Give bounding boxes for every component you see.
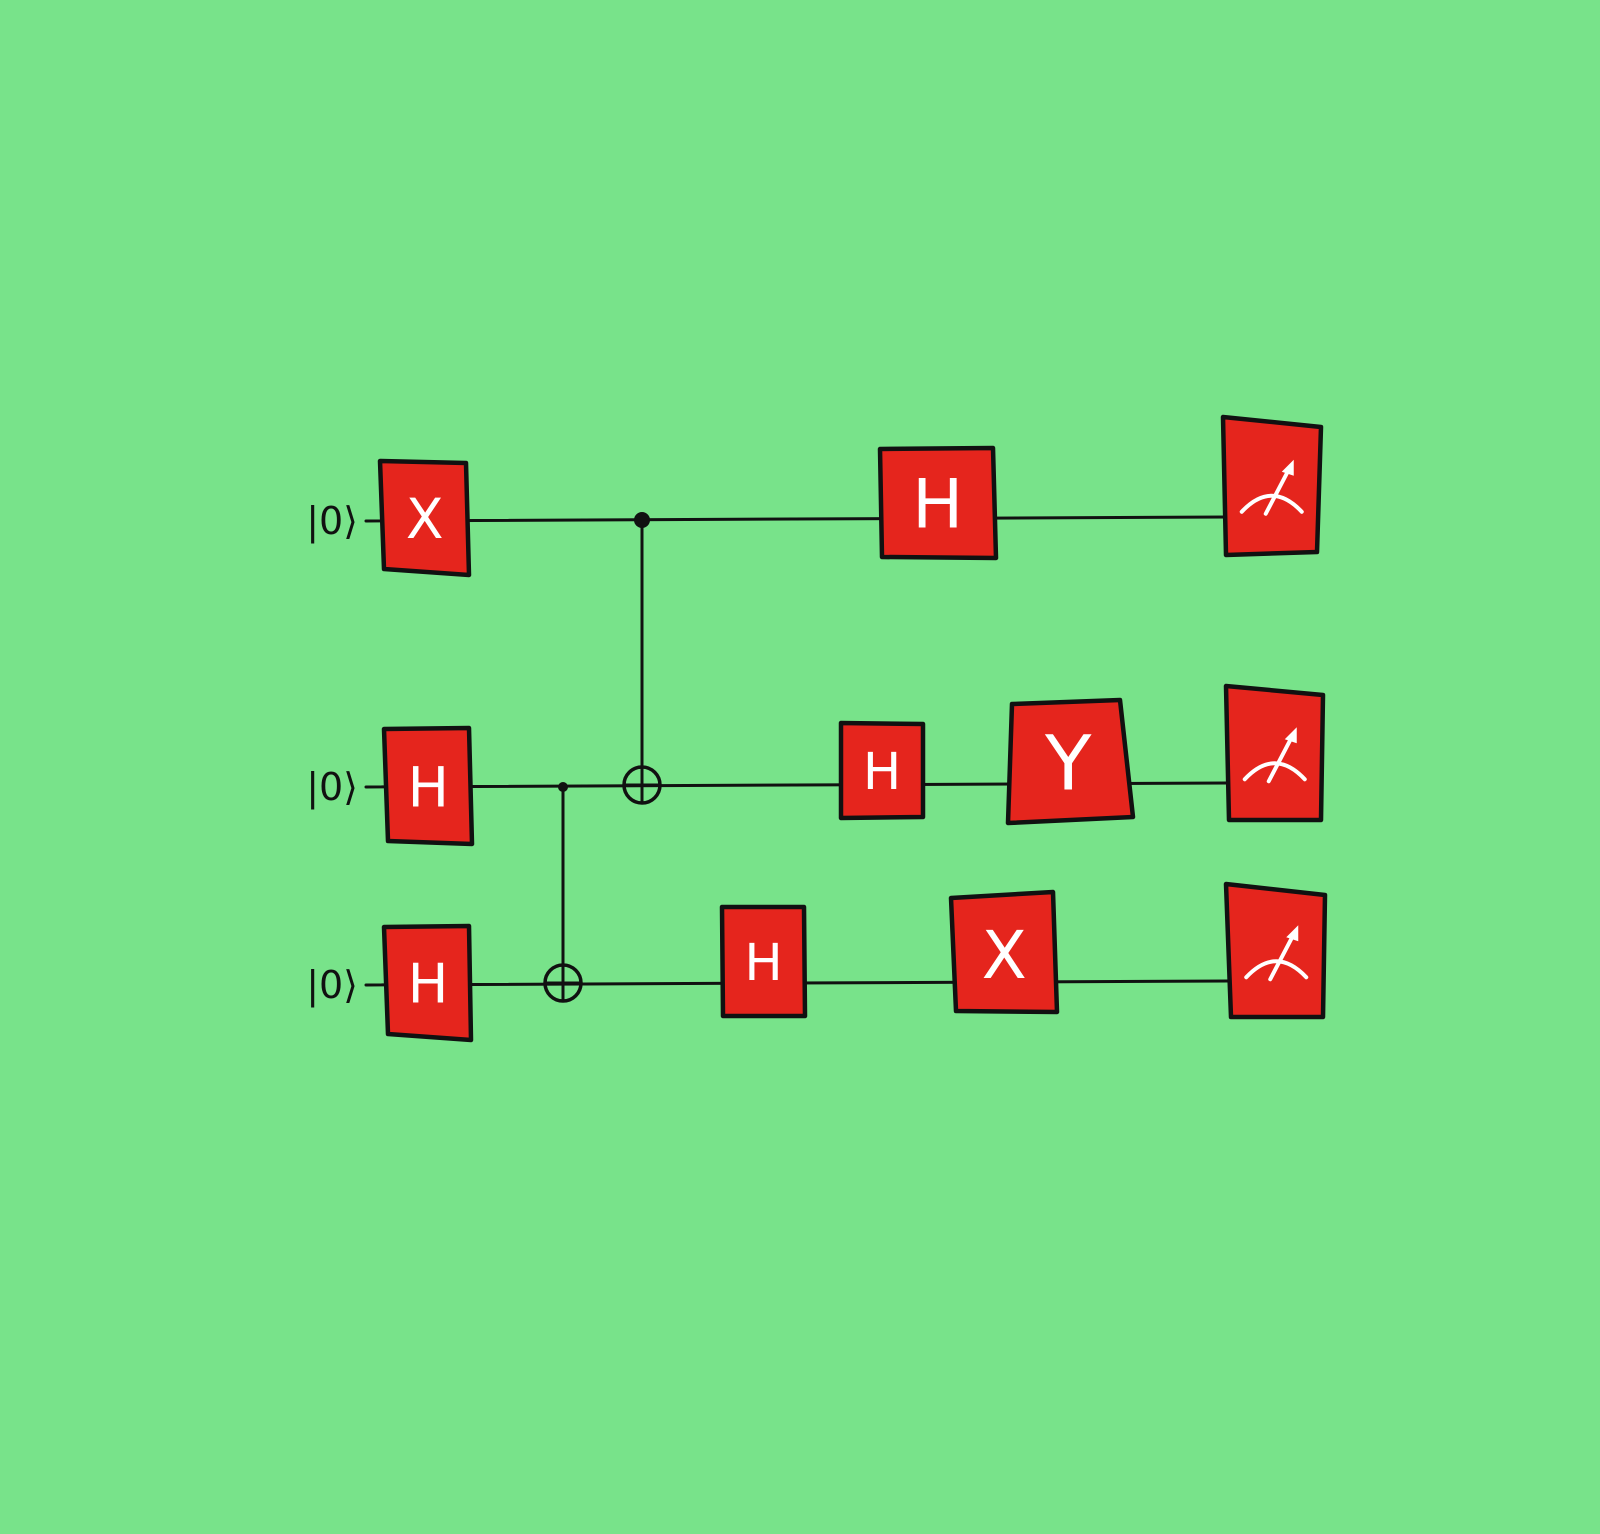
gate-label: H <box>408 952 449 1015</box>
gate-box <box>381 725 475 847</box>
gate-box <box>377 458 472 578</box>
gate-label: Y <box>1044 719 1092 808</box>
gate-x: X <box>377 458 472 578</box>
gate-label: H <box>912 466 963 545</box>
qubit-2-ket-label: |0⟩ <box>306 963 358 1008</box>
gate-y: Y <box>1005 697 1136 826</box>
measurement-meter-icon <box>1239 459 1304 516</box>
gate-label: X <box>406 487 444 551</box>
measurement-meter-icon <box>1244 925 1309 982</box>
qubit-wire-0 <box>364 515 1230 523</box>
measurement-gate <box>1220 414 1324 558</box>
gate-h: H <box>381 923 474 1043</box>
gate-box <box>719 904 808 1019</box>
gate-h: H <box>877 445 999 561</box>
gate-box <box>838 720 926 821</box>
cnot-gate-1 <box>622 512 662 805</box>
gate-box <box>381 923 474 1043</box>
gate-h: H <box>838 720 926 821</box>
gate-label: X <box>982 917 1027 994</box>
gate-box <box>1223 683 1326 823</box>
measurement-gate <box>1223 881 1328 1020</box>
qubit-0-ket-label: |0⟩ <box>306 499 358 544</box>
measurement-gate <box>1223 683 1326 823</box>
gate-label: H <box>408 756 449 820</box>
gate-box <box>877 445 999 561</box>
cnot-gate-0 <box>543 782 583 1003</box>
qubit-labels: |0⟩ |0⟩ |0⟩ <box>306 499 358 1008</box>
gate-label: H <box>744 934 782 993</box>
gate-box <box>948 889 1060 1015</box>
gate-boxes: X H H H Y H H X <box>377 414 1328 1043</box>
controlled-gates <box>543 512 662 1003</box>
gate-h: H <box>381 725 475 847</box>
gate-box <box>1005 697 1136 826</box>
gate-box <box>1223 881 1328 1020</box>
control-dot <box>558 782 568 792</box>
gate-label: H <box>863 743 901 802</box>
gate-x: X <box>948 889 1060 1015</box>
measurement-meter-icon <box>1242 727 1307 784</box>
gate-box <box>1220 414 1324 558</box>
qubit-1-ket-label: |0⟩ <box>306 765 358 810</box>
gate-h: H <box>719 904 808 1019</box>
control-dot <box>634 512 650 528</box>
